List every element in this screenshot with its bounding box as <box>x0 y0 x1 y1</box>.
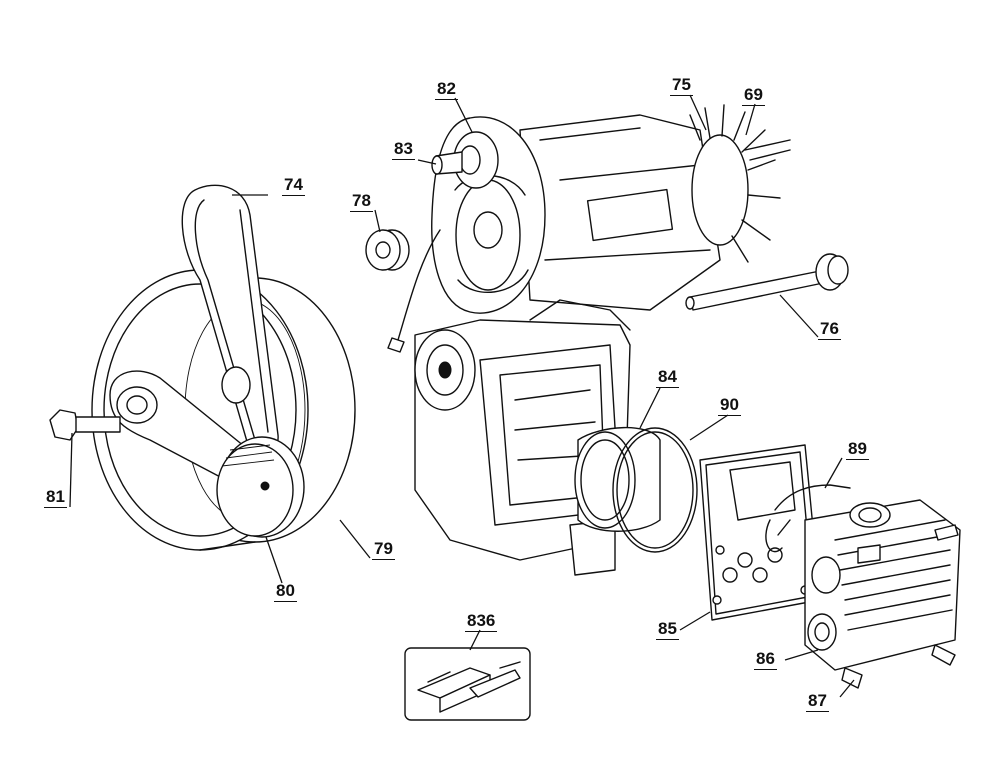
callout-78: 78 <box>350 191 373 212</box>
callout-83: 83 <box>392 139 415 160</box>
motor-pulley-part-80 <box>216 436 305 538</box>
callout-69: 69 <box>742 85 765 106</box>
crankcase-housing <box>414 299 631 576</box>
bushing-part-78 <box>365 229 410 271</box>
gasket-part-89 <box>765 484 851 553</box>
callout-81: 81 <box>44 487 67 508</box>
callout-79: 79 <box>372 539 395 560</box>
callout-85: 85 <box>656 619 679 640</box>
kit-box-part-836 <box>404 647 531 721</box>
callout-82: 82 <box>435 79 458 100</box>
callout-75: 75 <box>670 75 693 96</box>
cylinder-head-part-86 <box>804 499 961 689</box>
motor-assembly <box>387 104 791 353</box>
leader-lines <box>69 94 855 698</box>
callout-90: 90 <box>718 395 741 416</box>
callout-76: 76 <box>818 319 841 340</box>
o-ring-part-90 <box>612 427 698 553</box>
callout-86: 86 <box>754 649 777 670</box>
callout-89: 89 <box>846 439 869 460</box>
callout-87: 87 <box>806 691 829 712</box>
shaft-pin-part-76 <box>685 253 849 311</box>
valve-plate-part-85 <box>699 444 821 621</box>
callout-80: 80 <box>274 581 297 602</box>
callout-836: 836 <box>465 611 498 632</box>
callout-84: 84 <box>656 367 679 388</box>
callout-74: 74 <box>282 175 305 196</box>
bolt-part-81 <box>49 409 121 441</box>
